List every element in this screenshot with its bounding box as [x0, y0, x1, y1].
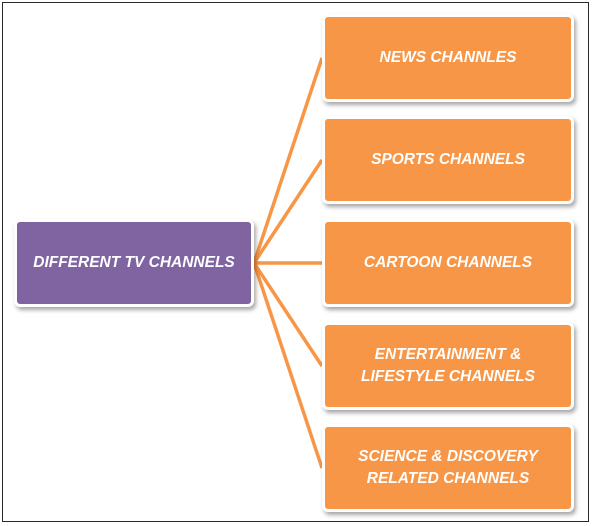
connector-news: [252, 57, 324, 264]
child-node-news: NEWS CHANNLES: [322, 14, 574, 102]
child-node-label: CARTOON CHANNELS: [363, 254, 533, 271]
root-node-label: DIFFERENT TV CHANNELS: [33, 254, 235, 271]
child-node-label: ENTERTAINMENT & LIFESTYLE CHANNELS: [361, 346, 535, 385]
child-node-entertainment: ENTERTAINMENT & LIFESTYLE CHANNELS: [322, 322, 574, 410]
child-node-sports: SPORTS CHANNELS: [322, 116, 574, 204]
child-node-science: SCIENCE & DISCOVERY RELATED CHANNELS: [322, 424, 574, 512]
root-node: DIFFERENT TV CHANNELS: [14, 219, 254, 307]
connector-entertainment: [252, 262, 324, 367]
child-node-label: NEWS CHANNLES: [379, 49, 517, 66]
connector-sports: [252, 159, 324, 264]
child-node-cartoon: CARTOON CHANNELS: [322, 219, 574, 307]
child-node-label: SCIENCE & DISCOVERY RELATED CHANNELS: [358, 448, 538, 487]
child-node-label: SPORTS CHANNELS: [371, 151, 525, 168]
connector-science: [252, 262, 324, 469]
